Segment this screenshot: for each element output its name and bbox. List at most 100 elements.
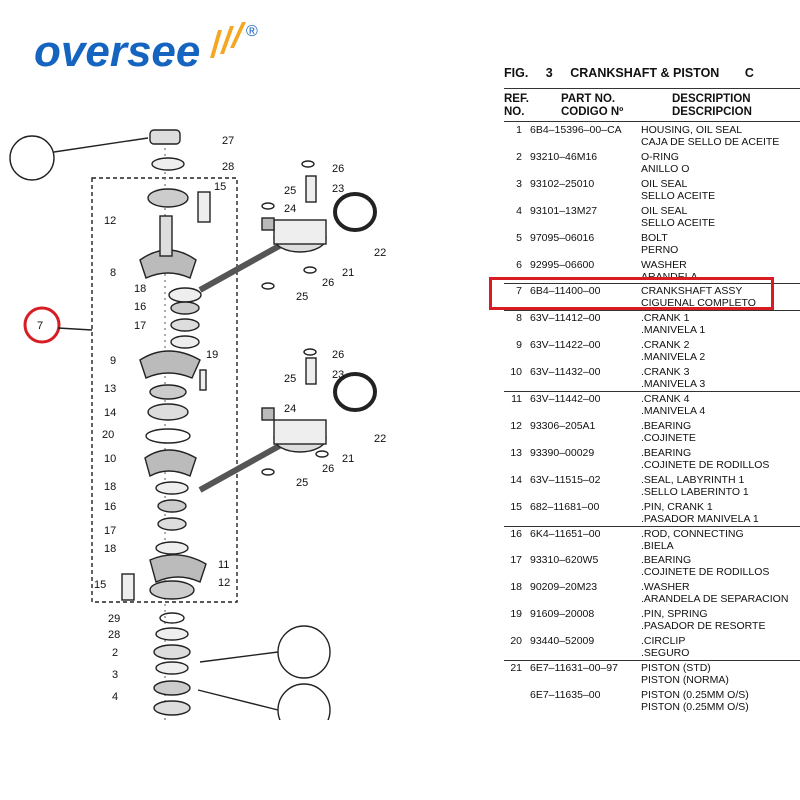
part-no: 682–11681–00: [530, 500, 600, 513]
fig-edge-glyph: C: [744, 66, 754, 80]
brand-swoosh-icon: [210, 22, 246, 58]
upper-piston-group: [261, 160, 377, 290]
description-en: .WASHER: [641, 581, 690, 594]
description-en: .ROD, CONNECTING: [641, 527, 744, 540]
header-rule-bottom: [504, 121, 800, 122]
lower-piston-group: [261, 348, 377, 476]
table-row: 14 63V–11515–02 .SEAL, LABYRINTH 1.SELLO L…: [504, 474, 800, 501]
label-28: 28: [222, 161, 234, 173]
description-es: .BIELA: [641, 539, 674, 552]
part-no: 6E7–11631–00–97: [530, 662, 618, 674]
description-en: .CRANK 1: [641, 312, 690, 325]
description-en: .BEARING: [641, 446, 692, 459]
label-23b: 23: [332, 369, 344, 381]
description-es: PISTON (NORMA): [641, 674, 729, 686]
part-27-seal: [149, 129, 181, 145]
label-18b: 18: [104, 481, 116, 493]
label-22: 22: [374, 247, 386, 259]
group-separator: [504, 525, 800, 527]
assembly-callout: [23, 306, 61, 344]
ref-no: 5: [516, 231, 522, 244]
registered-mark: ®: [246, 23, 258, 40]
description-es: PISTON (0.25MM O/S): [641, 700, 749, 713]
label-12: 12: [104, 215, 116, 227]
highlight-box-crankshaft: [489, 277, 774, 310]
description-es: .MANIVELA 4: [641, 405, 706, 417]
description-en: O-RING: [641, 150, 679, 163]
description-en: CRANKSHAFT ASSY: [641, 285, 743, 298]
fig-label: FIG.: [504, 66, 529, 80]
label-17: 17: [134, 320, 146, 332]
description-en: .PIN, SPRING: [641, 608, 708, 621]
label-28b: 28: [108, 629, 120, 641]
part-no: 63V–11515–02: [530, 473, 601, 486]
part-no: 6E7–11635–00: [530, 688, 601, 701]
ref-no: 14: [510, 473, 522, 486]
label-17b: 17: [104, 525, 116, 537]
part-no: 6B4–15396–00–CA: [530, 124, 622, 136]
description-es: .ARANDELA DE SEPARACION: [641, 593, 789, 606]
table-row: 18 90209–20M23 .WASHER.ARANDELA DE SEPARAC…: [504, 581, 800, 608]
description-es: CAJA DE SELLO DE ACEITE: [641, 136, 780, 148]
description-en: OIL SEAL: [641, 177, 688, 190]
part-no: 6B4–11400–00: [530, 285, 601, 298]
label-29: 29: [108, 613, 120, 625]
ref-no: 18: [510, 581, 522, 594]
label-24: 24: [284, 203, 296, 215]
part-no: 97095–06016: [530, 231, 595, 244]
label-16: 16: [134, 301, 146, 313]
label-3: 3: [112, 669, 118, 681]
group-separator: [504, 391, 800, 392]
label-26c: 26: [332, 349, 344, 361]
description-en: .CRANK 2: [641, 339, 690, 352]
part-no: 91609–20008: [530, 608, 595, 621]
description-en: OIL SEAL: [641, 204, 688, 217]
description-es: .COJINETE: [641, 431, 696, 444]
label-26d: 26: [322, 463, 334, 475]
part-no: 93306–205A1: [530, 419, 596, 432]
exploded-parts-diagram: 27 28 15 12 8 18 16 17 9 13 14 20 10 18 …: [9, 129, 386, 720]
ref-no: 15: [510, 500, 522, 513]
description-es: .PASADOR MANIVELA 1: [641, 512, 759, 525]
label-19: 19: [206, 349, 218, 361]
label-26: 26: [332, 163, 344, 175]
ref-no: 7: [516, 285, 522, 298]
label-13: 13: [104, 383, 116, 395]
ref-no: 12: [510, 419, 522, 432]
fig-number: 3: [545, 66, 553, 80]
description-en: .SEAL, LABYRINTH 1: [641, 473, 745, 486]
label-27: 27: [222, 135, 234, 147]
part-no: 63V–11422–00: [530, 339, 601, 352]
ref-no: 19: [510, 608, 522, 621]
label-18: 18: [134, 283, 146, 295]
part-no: 93210–46M16: [530, 150, 598, 163]
description-en: .CRANK 4: [641, 393, 690, 405]
oversee-logo: oversee ®: [34, 22, 258, 76]
diagram-callout-labels: 27 28 15 12 8 18 16 17 9 13 14 20 10 18 …: [37, 135, 386, 703]
description-es: PERNO: [641, 243, 679, 256]
part-no: 93440–52009: [530, 635, 595, 648]
brand-wordmark: oversee: [34, 27, 200, 76]
fig-title: CRANKSHAFT & PISTON: [570, 66, 720, 80]
label-25d: 25: [296, 477, 308, 489]
part-no: 93101–13M27: [530, 204, 598, 217]
description-es: .SEGURO: [641, 647, 690, 660]
ref-no: 21: [510, 662, 522, 674]
description-es: .SELLO LABERINTO 1: [641, 485, 749, 498]
ref-no: 10: [510, 366, 522, 379]
description-es: .COJINETE DE RODILLOS: [641, 566, 770, 579]
part-no: 90209–20M23: [530, 581, 598, 594]
part-no: 6K4–11651–00: [530, 527, 601, 540]
label-20: 20: [102, 429, 114, 441]
group-separator: [504, 283, 800, 285]
description-en: PISTON (0.25MM O/S): [641, 688, 749, 701]
label-23: 23: [332, 183, 344, 195]
description-es: .MANIVELA 1: [641, 324, 706, 337]
